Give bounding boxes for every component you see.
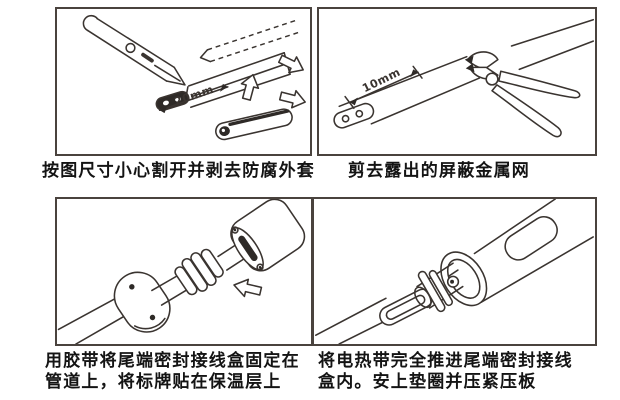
dimension-10mm: 10mm — [344, 66, 423, 110]
peel-arrow-icon — [278, 89, 306, 109]
knife-stripping-illustration: 20mm — [82, 14, 306, 141]
cable-stub — [151, 275, 187, 306]
pull-right-arrow-icon — [277, 54, 304, 74]
dimension-20mm-label: 20mm — [173, 83, 216, 109]
caption-line: 按图尺寸小心割开并剥去防腐外套 — [42, 161, 315, 181]
end-cap — [230, 199, 306, 272]
dashed-jacket-outline — [199, 19, 302, 63]
seal-box-tube — [440, 199, 594, 307]
caption-step-1: 按图尺寸小心割开并剥去防腐外套 — [42, 161, 315, 182]
pliers-cutting-illustration: 10mm — [333, 18, 595, 138]
utility-knife-icon — [82, 14, 186, 86]
panel-step-2: 10mm — [317, 7, 597, 156]
lift-arrow-icon — [240, 73, 260, 101]
caption-step-3: 用胶带将尾端密封接线盒固定在 管道上，将标牌贴在保温层上 — [45, 351, 300, 393]
caption-line: 管道上，将标牌贴在保温层上 — [45, 372, 282, 392]
caption-line: 将电热带完全推进尾端密封接线 — [318, 351, 573, 371]
panel-step-3 — [55, 197, 313, 346]
caption-line: 剪去露出的屏蔽金属网 — [348, 161, 530, 181]
clamp-band — [417, 269, 454, 313]
caption-line: 盒内。安上垫圈并压紧压板 — [318, 372, 537, 392]
stripped-jacket-piece — [215, 108, 293, 141]
caption-step-2: 剪去露出的屏蔽金属网 — [348, 161, 530, 182]
end-seal-exploded-illustration — [57, 199, 306, 344]
pliers-icon — [464, 51, 581, 138]
dimension-10mm-label: 10mm — [360, 66, 402, 96]
heating-cable — [333, 18, 595, 129]
caption-step-4: 将电热带完全推进尾端密封接线 盒内。安上垫圈并压紧压板 — [318, 351, 573, 393]
pressure-stud — [446, 269, 460, 288]
panel-step-4 — [312, 197, 597, 346]
caption-line: 用胶带将尾端密封接线盒固定在 — [45, 351, 300, 371]
panel-step-1: 20mm — [55, 7, 312, 156]
assemble-arrow-icon — [233, 278, 263, 298]
heating-cable — [155, 52, 291, 112]
gasket-rings — [174, 248, 224, 296]
push-into-box-illustration — [315, 199, 594, 344]
sleeve — [217, 242, 248, 271]
